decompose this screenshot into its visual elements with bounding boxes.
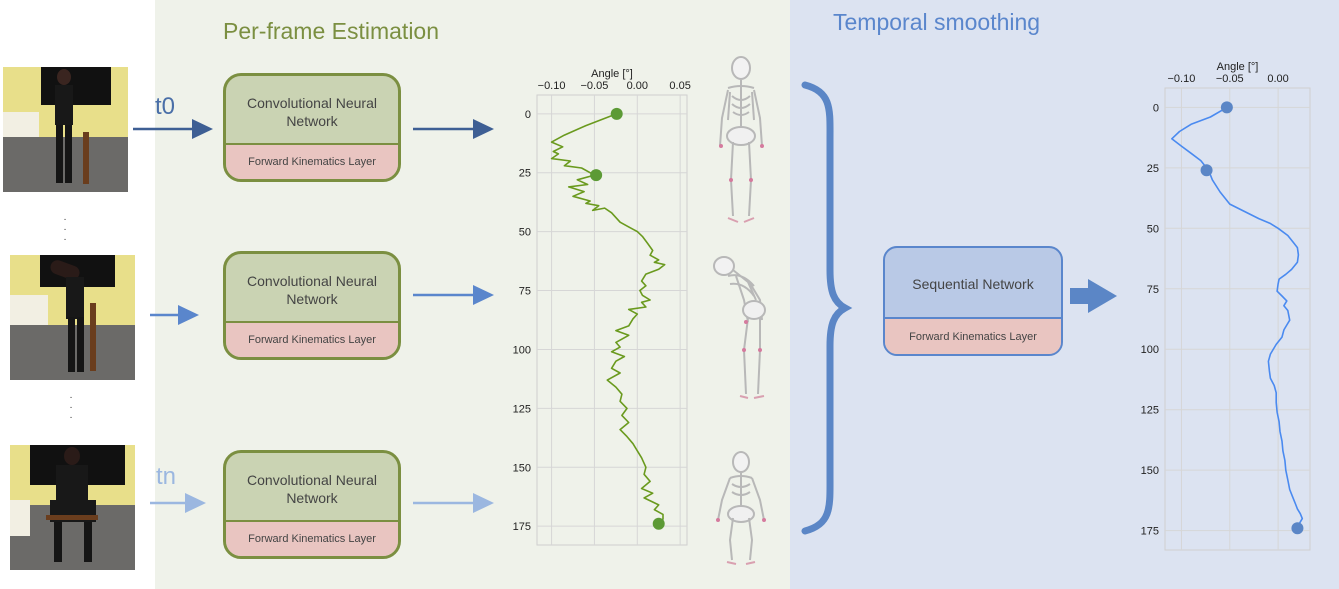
y-tick-label: 25 (1147, 163, 1159, 175)
arrow-cnn-middle-to-plot (413, 285, 494, 305)
x-tick-label: −0.05 (581, 80, 609, 92)
sequential-network-label: Sequential Network (912, 276, 1034, 292)
y-tick-label: 50 (519, 227, 531, 239)
angle-series-line (550, 113, 666, 525)
frame-marker-dot (1200, 164, 1213, 177)
y-tick-label: 100 (513, 344, 531, 356)
plot-frame (536, 94, 688, 546)
cnn-block-t0: Convolutional Neural Network Forward Kin… (223, 73, 401, 182)
skeleton-bending-icon (713, 256, 766, 399)
y-tick-label: 125 (513, 403, 531, 415)
x-tick-label: 0.00 (627, 80, 648, 92)
cnn-label: Convolutional Neural Network (247, 472, 377, 506)
x-tick-label: −0.05 (1216, 73, 1244, 85)
arrow-cnn-t0-to-plot (413, 119, 494, 139)
arrow-cnn-tn-to-plot (413, 493, 494, 513)
temporal-smoothing-panel (790, 0, 1339, 589)
per-frame-estimation-title: Per-frame Estimation (223, 18, 440, 44)
x-axis-label: Angle [°] (1217, 61, 1259, 73)
y-tick-label: 175 (513, 521, 531, 533)
x-axis-label: Angle [°] (591, 68, 633, 80)
per-frame-angle-plot: −0.10 −0.05 0.00 0.05 0 25 50 75 100 125 150 175 Ang… (513, 68, 691, 546)
x-tick-label: 0.00 (1267, 73, 1288, 85)
frame-marker-dot (1291, 522, 1304, 535)
x-tick-label: −0.10 (1168, 73, 1196, 85)
forward-kinematics-label: Forward Kinematics Layer (226, 143, 398, 179)
cnn-block-tn: Convolutional Neural Network Forward Kin… (223, 450, 401, 559)
y-tick-label: 75 (519, 286, 531, 298)
skeleton-standing-icon (719, 56, 764, 223)
forward-kinematics-label: Forward Kinematics Layer (226, 520, 398, 556)
x-tick-label: 0.05 (669, 80, 690, 92)
frame-label-tn: tn (156, 463, 177, 490)
frame-label-t0: t0 (155, 93, 176, 120)
video-frame-tn (10, 445, 135, 570)
arrow-sequential-to-plot (1070, 279, 1117, 313)
ellipsis-dots-2: ··· (69, 392, 73, 423)
forward-kinematics-label: Forward Kinematics Layer (885, 317, 1061, 354)
frame-marker-dot (590, 169, 603, 182)
video-frame-middle (10, 255, 135, 380)
frame-marker-dot (610, 107, 623, 120)
arrow-tn-to-cnn (150, 493, 206, 513)
y-tick-label: 125 (1141, 405, 1159, 417)
skeleton-sitting-icon (716, 451, 766, 565)
y-tick-label: 100 (1141, 344, 1159, 356)
y-tick-label: 0 (1153, 102, 1159, 114)
cnn-label: Convolutional Neural Network (247, 273, 377, 307)
cnn-label: Convolutional Neural Network (247, 95, 377, 129)
ellipsis-dots-1: ··· (63, 214, 67, 245)
y-tick-label: 150 (513, 462, 531, 474)
curly-brace (801, 81, 853, 535)
y-tick-label: 50 (1147, 223, 1159, 235)
smoothed-angle-plot: −0.10 −0.05 0.00 0 25 50 75 100 125 150 175 Angle [… (1141, 61, 1311, 551)
arrow-t0-to-cnn (133, 119, 213, 139)
cnn-block-middle: Convolutional Neural Network Forward Kin… (223, 251, 401, 360)
arrow-middle-to-cnn (150, 305, 199, 325)
video-frame-t0 (3, 67, 128, 192)
frame-marker-dot (652, 517, 665, 530)
x-tick-label: −0.10 (538, 80, 566, 92)
frame-marker-dot (1220, 101, 1233, 114)
y-tick-label: 25 (519, 168, 531, 180)
forward-kinematics-label: Forward Kinematics Layer (226, 321, 398, 357)
temporal-smoothing-title: Temporal smoothing (833, 9, 1041, 35)
plot-frame (1164, 87, 1311, 551)
y-tick-label: 75 (1147, 284, 1159, 296)
y-tick-label: 150 (1141, 465, 1159, 477)
y-tick-label: 175 (1141, 526, 1159, 538)
y-tick-label: 0 (525, 109, 531, 121)
angle-series-line (1171, 106, 1304, 529)
sequential-network-block: Sequential Network Forward Kinematics La… (883, 246, 1063, 356)
